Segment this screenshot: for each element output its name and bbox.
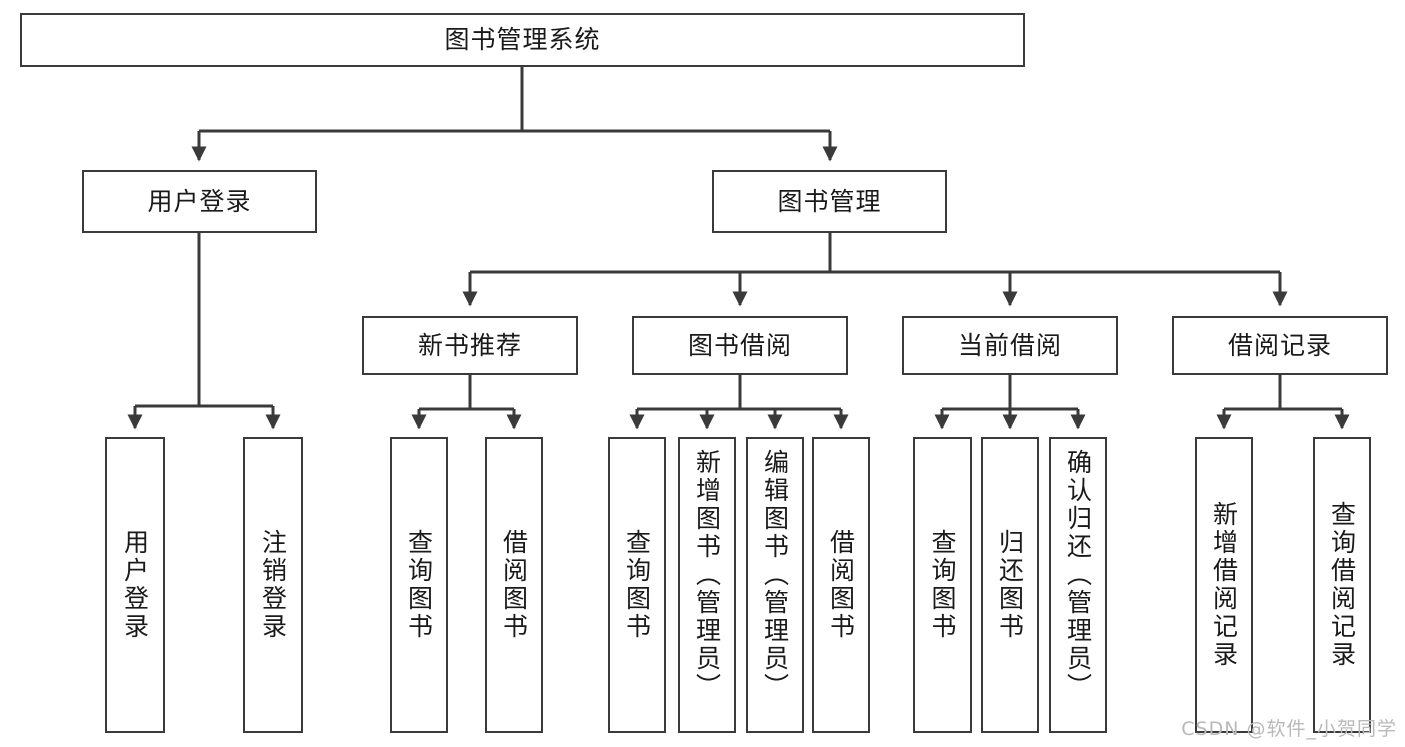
node-root-system[interactable]: 图书管理系统 [20, 13, 1025, 67]
leaf-add-borrow-record[interactable]: 新增借阅记录 [1195, 437, 1253, 733]
node-label: 新增图书（管理员） [692, 449, 722, 701]
node-label: 注销登录 [258, 529, 288, 641]
leaf-borrow-book[interactable]: 借阅图书 [812, 437, 870, 733]
node-label: 用户登录 [120, 529, 150, 641]
node-label: 编辑图书（管理员） [760, 449, 790, 701]
node-label: 借阅图书 [826, 529, 856, 641]
node-label: 新书推荐 [417, 330, 522, 360]
node-label: 借阅记录 [1227, 330, 1332, 360]
leaf-logout-login[interactable]: 注销登录 [243, 437, 303, 733]
node-label: 当前借阅 [957, 330, 1062, 360]
node-label: 图书管理系统 [444, 25, 601, 55]
leaf-query-borrow-record[interactable]: 查询借阅记录 [1313, 437, 1371, 733]
leaf-borrow-book-recommend[interactable]: 借阅图书 [485, 437, 543, 733]
node-current-borrow[interactable]: 当前借阅 [902, 316, 1118, 375]
node-label: 查询图书 [404, 529, 434, 641]
leaf-query-book-borrow[interactable]: 查询图书 [608, 437, 666, 733]
node-book-manage[interactable]: 图书管理 [712, 170, 947, 233]
leaf-edit-book-admin[interactable]: 编辑图书（管理员） [746, 437, 804, 733]
node-label: 借阅图书 [499, 529, 529, 641]
node-label: 确认归还（管理员） [1063, 449, 1093, 701]
node-user-login[interactable]: 用户登录 [82, 170, 317, 233]
node-book-borrow[interactable]: 图书借阅 [632, 316, 848, 375]
node-label: 图书管理 [777, 186, 882, 216]
leaf-return-book[interactable]: 归还图书 [981, 437, 1039, 733]
leaf-confirm-return-admin[interactable]: 确认归还（管理员） [1049, 437, 1107, 733]
node-label: 查询图书 [928, 529, 957, 641]
leaf-add-book-admin[interactable]: 新增图书（管理员） [678, 437, 736, 733]
node-label: 新增借阅记录 [1209, 501, 1239, 669]
node-label: 归还图书 [995, 529, 1025, 641]
node-label: 查询图书 [622, 529, 652, 641]
node-label: 图书借阅 [687, 330, 792, 360]
node-label: 查询借阅记录 [1327, 501, 1357, 669]
node-label: 用户登录 [147, 186, 252, 216]
node-borrow-record[interactable]: 借阅记录 [1172, 316, 1388, 375]
leaf-query-book-recommend[interactable]: 查询图书 [390, 437, 448, 733]
leaf-query-book-current[interactable]: 查询图书 [913, 437, 972, 733]
leaf-user-login[interactable]: 用户登录 [105, 437, 165, 733]
node-new-book-recommend[interactable]: 新书推荐 [362, 316, 578, 375]
watermark-text: CSDN @软件_小贺同学 [1181, 718, 1397, 740]
